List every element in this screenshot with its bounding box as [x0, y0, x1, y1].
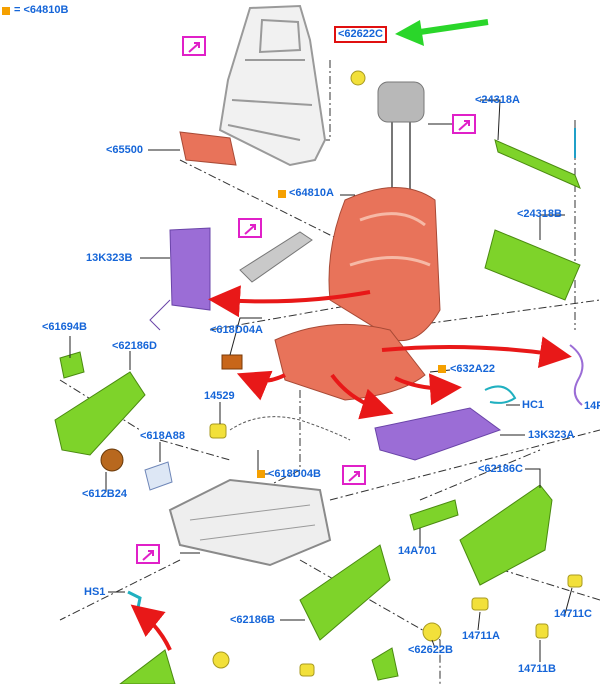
part-62186B [299, 544, 391, 641]
label-13K323A[interactable]: 13K323A [528, 429, 575, 441]
label-14711B[interactable]: 14711B [518, 663, 556, 675]
part-618A88 [144, 461, 173, 491]
orange-square-icon [257, 470, 265, 478]
yellow-fasteners [212, 574, 583, 677]
part-24318A [494, 139, 581, 189]
part-14529 [209, 423, 227, 439]
label-61694B[interactable]: <61694B [42, 321, 87, 333]
label-14F[interactable]: 14F [584, 400, 600, 412]
bolt-top [350, 70, 366, 86]
orange-square-icon [2, 7, 10, 15]
label-14711C[interactable]: 14711C [554, 608, 592, 620]
seat-back-frame [218, 4, 327, 167]
label-618D04A[interactable]: <618D04A [210, 324, 263, 336]
panel-13K323B [169, 227, 211, 311]
label-HS1[interactable]: HS1 [84, 586, 106, 598]
magnify-icon[interactable] [342, 465, 366, 485]
part-618D04A [221, 354, 243, 370]
orange-square-icon [438, 365, 446, 373]
magnify-icon[interactable] [238, 218, 262, 238]
label-62186D[interactable]: <62186D [112, 340, 157, 352]
part-24318B [484, 229, 581, 301]
label-618A88[interactable]: <618A88 [140, 430, 185, 442]
label-14A701[interactable]: 14A701 [398, 545, 437, 557]
part-14A701 [409, 499, 459, 531]
label-14529[interactable]: 14529 [204, 390, 235, 402]
headrest [377, 81, 425, 190]
part-61694B [59, 351, 85, 379]
label-65500[interactable]: <65500 [106, 144, 144, 156]
label-24318B[interactable]: <24318B [517, 208, 562, 220]
label-632A22[interactable]: <632A22 [450, 363, 495, 375]
label-14711A[interactable]: 14711A [462, 630, 500, 642]
label-62622C[interactable]: <62622C [334, 26, 387, 43]
panel-13K323A [374, 407, 502, 461]
seat-back-cushion [328, 187, 441, 342]
part-65500 [179, 131, 237, 166]
label-62186C[interactable]: <62186C [478, 463, 523, 475]
red-arrows [130, 285, 572, 651]
legend-text: = <64810B [14, 4, 69, 16]
label-13K323B[interactable]: 13K323B [86, 252, 133, 264]
part-62186D [54, 371, 146, 456]
magnify-icon[interactable] [136, 544, 160, 564]
label-62622B[interactable]: <62622B [408, 644, 453, 656]
armrest [239, 231, 313, 283]
label-618D04B[interactable]: <618D04B [268, 468, 321, 480]
label-62186B[interactable]: <62186B [230, 614, 275, 626]
label-HC1[interactable]: HC1 [522, 399, 545, 411]
orange-square-icon [278, 190, 286, 198]
magnify-icon[interactable] [452, 114, 476, 134]
label-612B24[interactable]: <612B24 [82, 488, 127, 500]
seat-frame [168, 478, 332, 567]
label-24318A[interactable]: <24318A [475, 94, 520, 106]
label-64810A[interactable]: <64810A [289, 187, 334, 199]
part-612B24 [100, 448, 124, 472]
leader-lines [69, 99, 573, 662]
green-arrow [395, 19, 489, 46]
magnify-icon[interactable] [182, 36, 206, 56]
part-62186C [459, 484, 553, 586]
